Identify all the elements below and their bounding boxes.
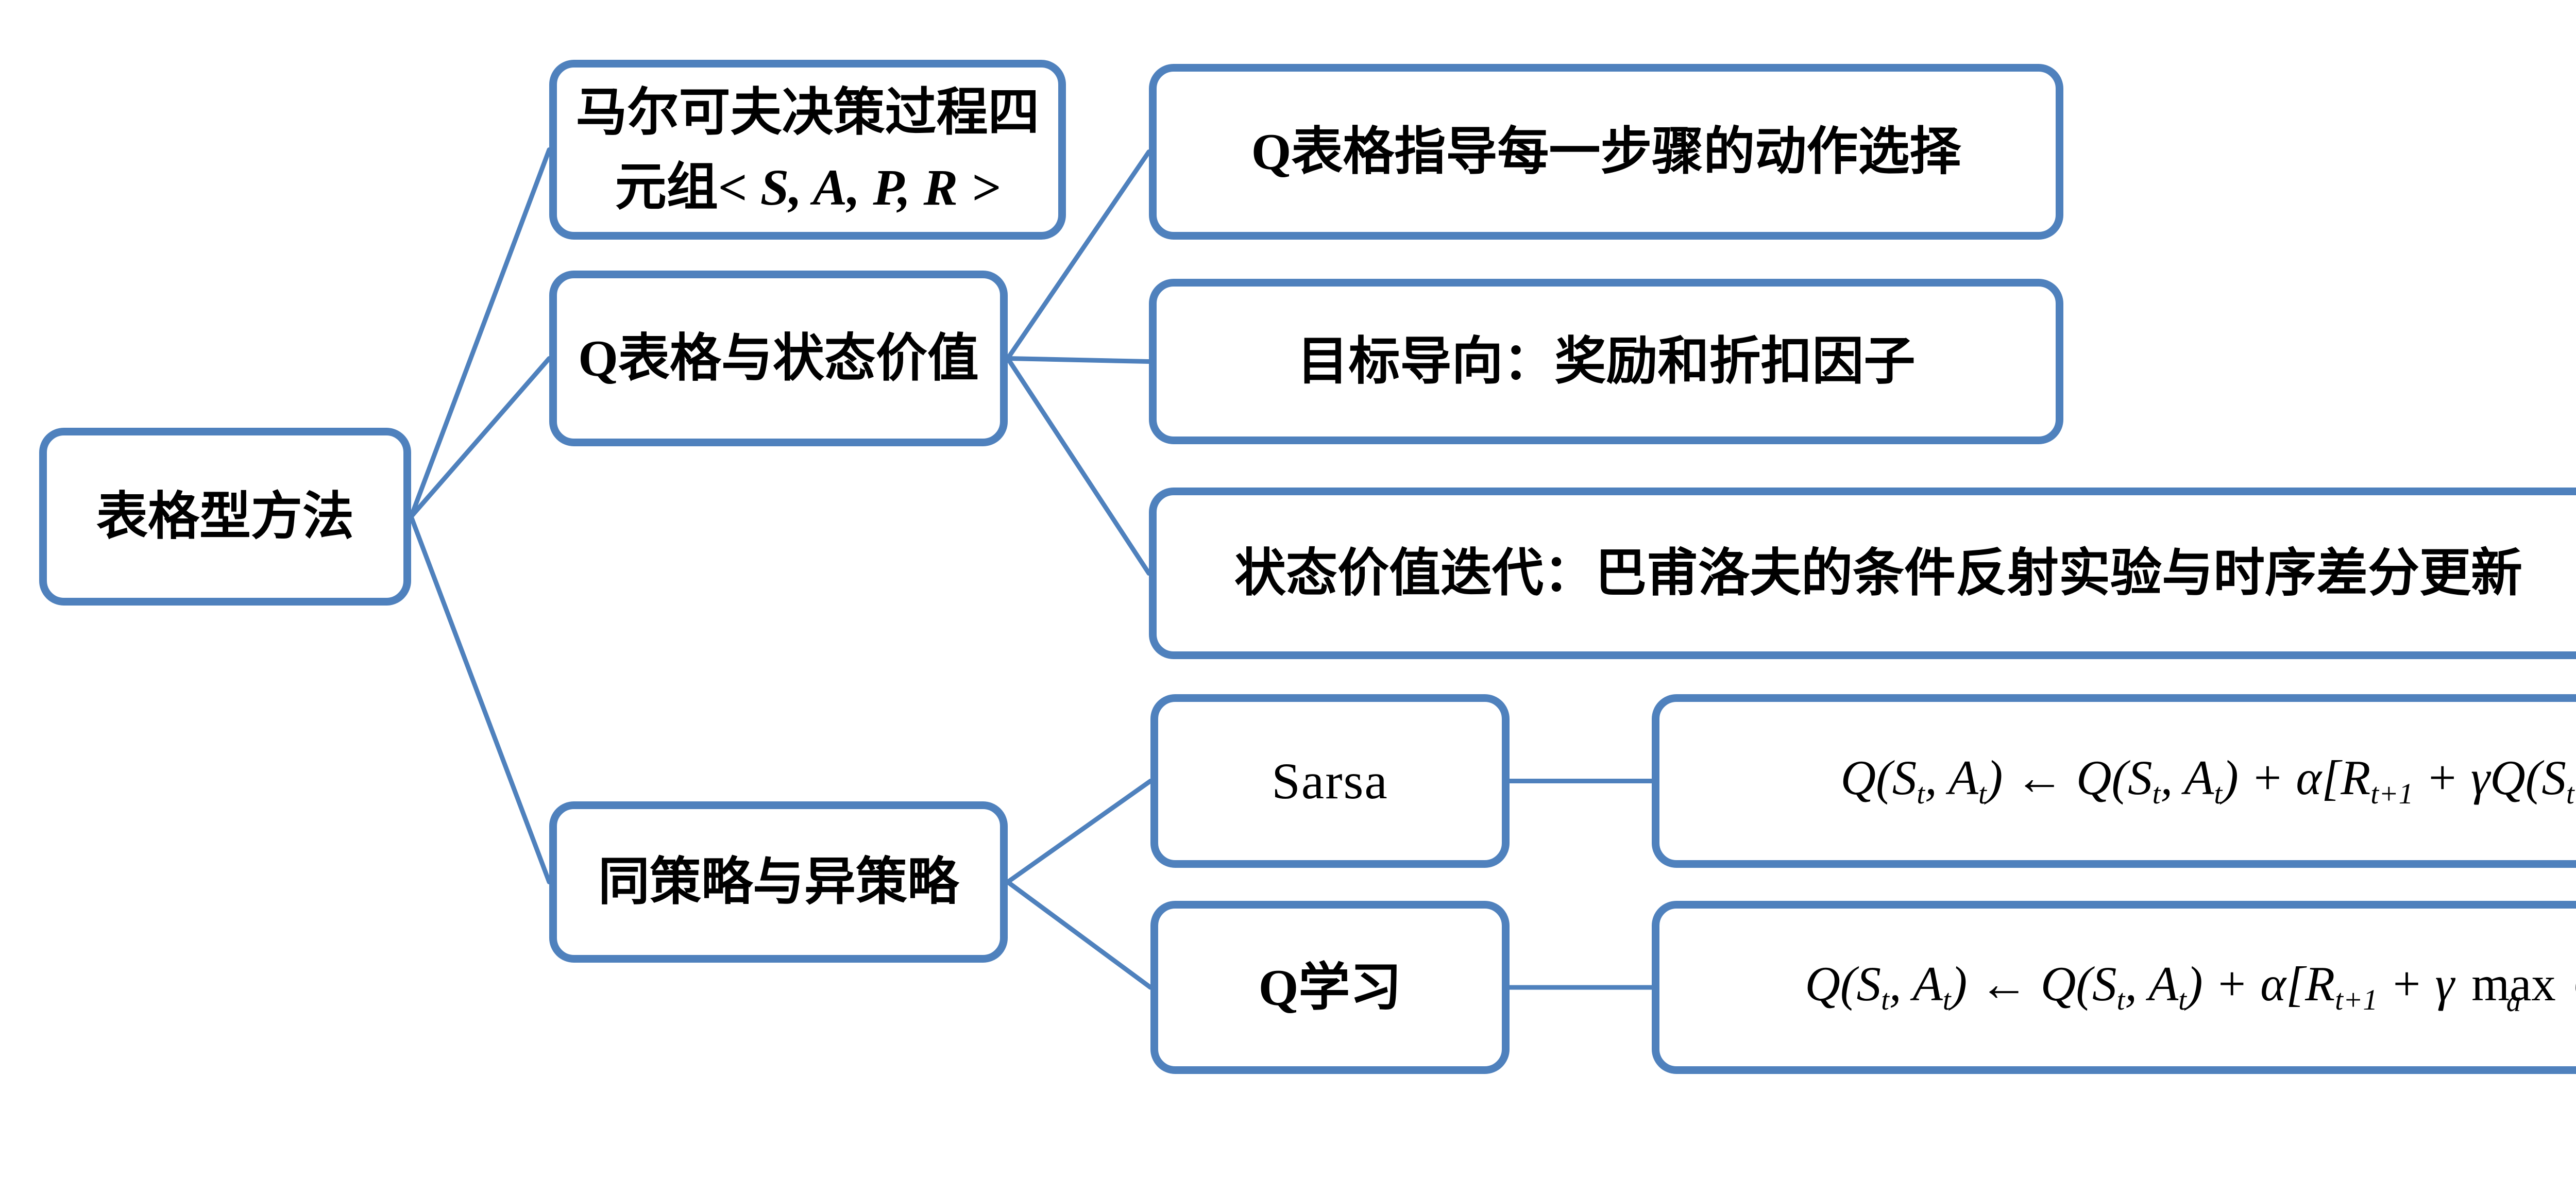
node-sarsa-update-formula[interactable]: Q(St, At) ← Q(St, At) + α[Rt+1 + γQ(St+1… bbox=[1652, 694, 2576, 868]
connector-line bbox=[1005, 149, 1151, 361]
node-q-learning-label: Q学习 bbox=[1258, 959, 1402, 1016]
node-on-policy-off-policy[interactable]: 同策略与异策略 bbox=[549, 801, 1008, 963]
node-goal-oriented-reward-discount-label: 目标导向：奖励和折扣因子 bbox=[1297, 333, 1916, 390]
node-tabular-methods[interactable]: 表格型方法 bbox=[39, 428, 411, 606]
connector-line bbox=[1005, 880, 1153, 990]
connector-line bbox=[1005, 356, 1151, 576]
node-q-table-state-value[interactable]: Q表格与状态价值 bbox=[549, 271, 1008, 446]
node-state-value-iteration-label: 状态价值迭代：巴甫洛夫的条件反射实验与时序差分更新 bbox=[1234, 545, 2522, 602]
node-q-table-guides-action-selection-label: Q表格指导每一步骤的动作选择 bbox=[1251, 123, 1961, 180]
mdp-tuple-text: < S, A, P, R > bbox=[718, 158, 1001, 216]
node-mdp-four-tuple-label: 马尔可夫决策过程四元组< S, A, P, R > bbox=[568, 75, 1047, 225]
node-tabular-methods-label: 表格型方法 bbox=[96, 488, 354, 545]
node-q-table-guides-action-selection[interactable]: Q表格指导每一步骤的动作选择 bbox=[1149, 64, 2063, 240]
node-mdp-four-tuple[interactable]: 马尔可夫决策过程四元组< S, A, P, R > bbox=[549, 60, 1066, 240]
node-on-policy-off-policy-label: 同策略与异策略 bbox=[598, 853, 959, 911]
node-state-value-iteration[interactable]: 状态价值迭代：巴甫洛夫的条件反射实验与时序差分更新 bbox=[1149, 488, 2576, 659]
connector-line bbox=[409, 356, 552, 519]
sarsa-update-formula: Q(St, At) ← Q(St, At) + α[Rt+1 + γQ(St+1… bbox=[1840, 750, 2576, 811]
node-q-table-state-value-label: Q表格与状态价值 bbox=[578, 330, 979, 387]
connector-line bbox=[409, 514, 552, 884]
node-sarsa[interactable]: Sarsa bbox=[1150, 694, 1510, 868]
connector-line bbox=[1005, 779, 1153, 884]
mdp-label-text: 马尔可夫决策过程四元组 bbox=[575, 83, 1040, 216]
node-q-learning[interactable]: Q学习 bbox=[1150, 901, 1510, 1074]
node-sarsa-label: Sarsa bbox=[1272, 752, 1388, 810]
node-goal-oriented-reward-discount[interactable]: 目标导向：奖励和折扣因子 bbox=[1149, 279, 2063, 444]
connector-line bbox=[1005, 356, 1151, 364]
connector-line bbox=[409, 147, 552, 519]
